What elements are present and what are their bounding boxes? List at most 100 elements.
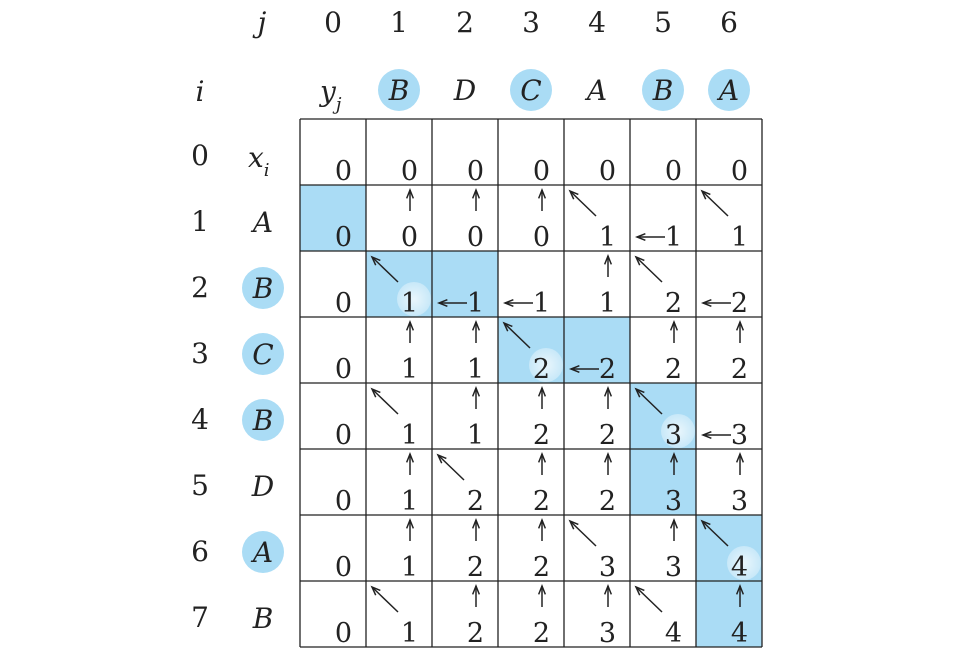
cell-value: 2: [533, 486, 550, 517]
arrow-up-icon: [405, 451, 415, 475]
arrow-diagonal-icon: [370, 255, 399, 283]
cell-value: 3: [665, 420, 682, 451]
match-circle-highlight: [242, 333, 284, 375]
match-circle-highlight: [708, 69, 750, 111]
match-circle-highlight: [378, 69, 420, 111]
cell-highlight: [630, 449, 696, 515]
y-letter: y: [318, 75, 337, 108]
arrow-up-icon: [669, 517, 679, 541]
j-index: 1: [390, 6, 408, 39]
x-letter: x: [248, 141, 264, 174]
y-sequence-char: A: [584, 74, 607, 107]
spot-layer: [397, 282, 761, 580]
cell-highlight: [564, 317, 630, 383]
cell-value: 0: [665, 156, 682, 187]
arrow-diagonal-icon: [634, 585, 663, 613]
i-label: i: [196, 75, 205, 108]
j-index: 6: [720, 6, 738, 39]
j-index: 5: [654, 6, 672, 39]
arrow-up-icon: [471, 583, 481, 607]
cell-highlight: [432, 251, 498, 317]
cell-value: 0: [335, 354, 352, 385]
cell-value: 1: [599, 222, 616, 253]
y-sequence-char: B: [388, 74, 410, 107]
arrow-left-icon: [700, 298, 731, 308]
path-spot-marker: [661, 414, 695, 448]
cell-value: 0: [335, 222, 352, 253]
cell-value: 1: [401, 618, 418, 649]
y-sequence-char: C: [520, 74, 541, 107]
path-spot-marker: [529, 348, 563, 382]
y-subscript: j: [332, 94, 342, 115]
arrow-up-icon: [471, 385, 481, 409]
cell-value: 1: [401, 552, 418, 583]
x-sequence-char: D: [251, 470, 274, 503]
cell-value: 3: [599, 552, 616, 583]
cell-value: 1: [731, 222, 748, 253]
cell-value: 0: [335, 552, 352, 583]
cell-value: 0: [335, 618, 352, 649]
cell-value: 1: [533, 288, 550, 319]
cell-value: 0: [599, 156, 616, 187]
cell-value: 0: [335, 156, 352, 187]
arrow-up-icon: [735, 451, 745, 475]
i-index: 0: [191, 139, 209, 172]
arrow-diagonal-icon: [700, 519, 729, 547]
cell-value: 1: [401, 486, 418, 517]
arrow-up-icon: [537, 583, 547, 607]
arrow-left-icon: [502, 298, 533, 308]
j-index: 0: [324, 6, 342, 39]
arrow-left-icon: [436, 298, 467, 308]
arrow-diagonal-icon: [370, 387, 399, 415]
cell-value: 1: [665, 222, 682, 253]
cell-value: 1: [401, 288, 418, 319]
arrow-up-icon: [603, 583, 613, 607]
cell-value: 2: [731, 354, 748, 385]
cell-value: 0: [335, 288, 352, 319]
match-circle-highlight: [642, 69, 684, 111]
grid-lines: [299, 118, 763, 648]
x-sequence-char: B: [252, 272, 274, 305]
arrow-up-icon: [735, 583, 745, 607]
cell-value: 2: [533, 354, 550, 385]
j-label: j: [252, 6, 267, 39]
y-sequence-char: B: [652, 74, 674, 107]
x-sequence-char: B: [252, 602, 274, 635]
arrow-diagonal-icon: [700, 189, 729, 217]
cell-value: 2: [467, 486, 484, 517]
cell-value: 3: [665, 486, 682, 517]
arrow-up-icon: [669, 451, 679, 475]
cell-value: 1: [467, 420, 484, 451]
cell-value: 0: [335, 486, 352, 517]
arrow-up-icon: [537, 187, 547, 211]
cell-value: 3: [731, 420, 748, 451]
cell-value: 4: [731, 552, 748, 583]
cell-value: 0: [401, 222, 418, 253]
x-sequence-label: xi: [248, 141, 270, 181]
y-sequence-char: D: [453, 74, 476, 107]
cell-value: 3: [731, 486, 748, 517]
x-sequence-char: C: [252, 338, 273, 371]
match-circle-highlight: [242, 267, 284, 309]
i-index: 4: [191, 403, 209, 436]
arrow-left-icon: [700, 430, 731, 440]
cell-value: 1: [401, 354, 418, 385]
arrow-up-icon: [471, 517, 481, 541]
j-index: 4: [588, 6, 606, 39]
arrow-up-icon: [603, 253, 613, 277]
match-circle-highlight: [510, 69, 552, 111]
path-spot-marker: [397, 282, 431, 316]
cell-value: 2: [533, 618, 550, 649]
match-circle-highlight: [242, 399, 284, 441]
cell-value: 2: [467, 552, 484, 583]
cell-value: 2: [599, 354, 616, 385]
cell-value: 3: [599, 618, 616, 649]
arrow-up-icon: [405, 517, 415, 541]
